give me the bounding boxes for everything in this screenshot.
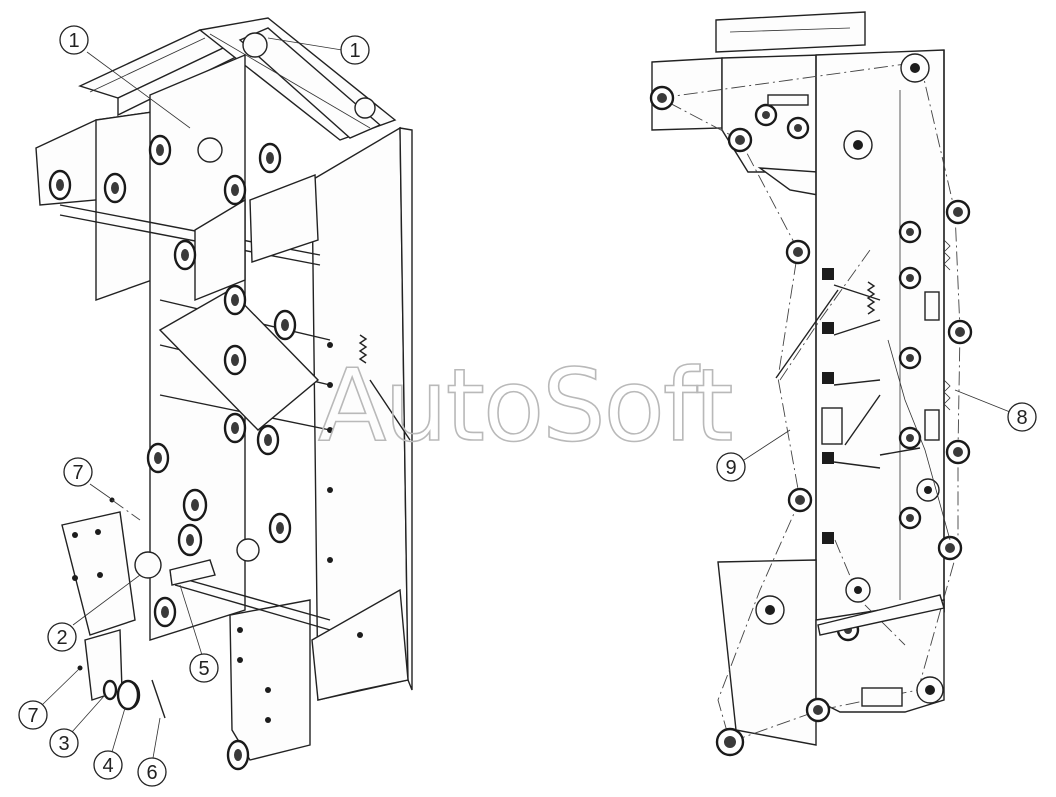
callout-c6: 6 xyxy=(137,717,167,787)
side-elevation-view xyxy=(649,11,973,757)
callout-c7b: 7 xyxy=(18,669,79,730)
callout-c9: 9 xyxy=(716,429,791,482)
callout-label: 4 xyxy=(102,755,113,777)
callout-label: 3 xyxy=(58,733,69,755)
callout-label: 6 xyxy=(146,762,157,784)
callout-label: 5 xyxy=(198,658,209,680)
callout-label: 9 xyxy=(725,457,736,479)
isometric-frame-assembly xyxy=(35,17,413,771)
callout-label: 7 xyxy=(27,705,38,727)
callout-label: 8 xyxy=(1016,407,1027,429)
callout-c4: 4 xyxy=(93,707,126,780)
callout-c5: 5 xyxy=(179,584,219,683)
watermark-text: AutoSoft xyxy=(318,347,732,464)
callout-c2: 2 xyxy=(47,574,141,652)
callout-label: 2 xyxy=(56,627,67,649)
callout-c1a: 1 xyxy=(59,25,191,129)
callout-label: 7 xyxy=(72,462,83,484)
callout-label: 1 xyxy=(349,40,360,62)
callout-c8: 8 xyxy=(954,389,1037,432)
callout-c3: 3 xyxy=(49,694,106,758)
callout-c1b: 1 xyxy=(267,35,370,65)
callout-c7a: 7 xyxy=(63,457,111,499)
callout-label: 1 xyxy=(68,30,79,52)
